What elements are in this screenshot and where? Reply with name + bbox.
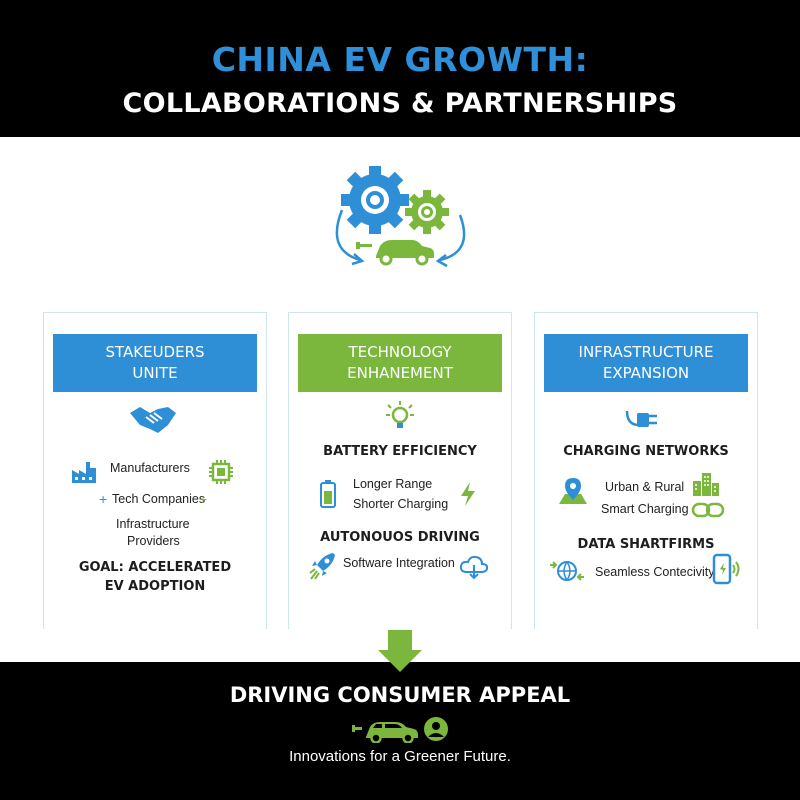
link-icon [691, 502, 725, 518]
item-longer-range: Longer Range [353, 477, 433, 491]
header-banner: CHINA EV GROWTH: COLLABORATIONS & PARTNE… [0, 0, 800, 137]
plug-icon [625, 410, 657, 427]
item-urban-rural: Urban & Rural [605, 480, 685, 494]
stakeholders-heading: STAKEUDERS UNITE [53, 334, 257, 392]
goal-line-2: EV ADOPTION [104, 579, 206, 594]
down-arrow-icon [378, 630, 422, 672]
item-shorter-charging: Shorter Charging [353, 497, 449, 511]
user-icon [424, 717, 448, 741]
phone-icon [712, 553, 740, 585]
item-infrastructure: Infrastructure [116, 517, 190, 531]
car-icon [352, 722, 418, 743]
page-title: CHINA EV GROWTH: [211, 40, 589, 79]
item-providers: Providers [127, 534, 180, 548]
lightbulb-icon [386, 401, 414, 428]
data-sharing-title: DATA SHARTFIRMS [577, 537, 715, 552]
stakeholders-column: STAKEUDERS UNITE Manufacturers + Tech Co… [43, 312, 267, 629]
map-pin-icon [559, 478, 587, 504]
plus-sign-right: + [199, 491, 208, 507]
autonomous-driving-title: AUTONOUOS DRIVING [320, 530, 480, 545]
handshake-icon [130, 407, 176, 433]
battery-icon [320, 480, 336, 508]
footer-tagline: Innovations for a Greener Future. [289, 748, 511, 765]
infrastructure-column: INFRASTRUCTURE EXPANSION CHARGING NETWOR… [534, 312, 758, 629]
technology-column: TECHNOLOGY ENHANEMENT BATTERY EFFICIENCY… [288, 312, 512, 629]
item-smart-charging: Smart Charging [601, 502, 689, 516]
lightning-icon [461, 482, 475, 506]
item-manufacturers: Manufacturers [110, 461, 190, 475]
chip-icon [209, 460, 233, 484]
item-seamless-connectivity: Seamless Contecivity [595, 565, 715, 579]
buildings-icon [693, 473, 719, 496]
rocket-icon [309, 553, 335, 580]
goal-line-1: GOAL: ACCELERATED [78, 560, 232, 575]
factory-icon [72, 462, 96, 483]
item-software-integration: Software Integration [343, 556, 455, 570]
item-tech-companies: Tech Companies [112, 492, 206, 506]
plus-sign-left: + [99, 491, 108, 507]
page-subtitle: COLLABORATIONS & PARTNERSHIPS [122, 88, 678, 119]
infrastructure-heading: INFRASTRUCTURE EXPANSION [544, 334, 748, 392]
car-user-icon [352, 717, 448, 743]
technology-heading: TECHNOLOGY ENHANEMENT [298, 334, 502, 392]
footer-title: DRIVING CONSUMER APPEAL [229, 683, 571, 707]
charging-networks-title: CHARGING NETWORKS [563, 444, 729, 459]
car-icon [356, 240, 434, 266]
gears-car-icon [335, 166, 466, 268]
battery-efficiency-title: BATTERY EFFICIENCY [323, 444, 477, 459]
globe-icon [550, 561, 584, 582]
cloud-icon [459, 555, 489, 580]
gears-icon [341, 166, 449, 234]
